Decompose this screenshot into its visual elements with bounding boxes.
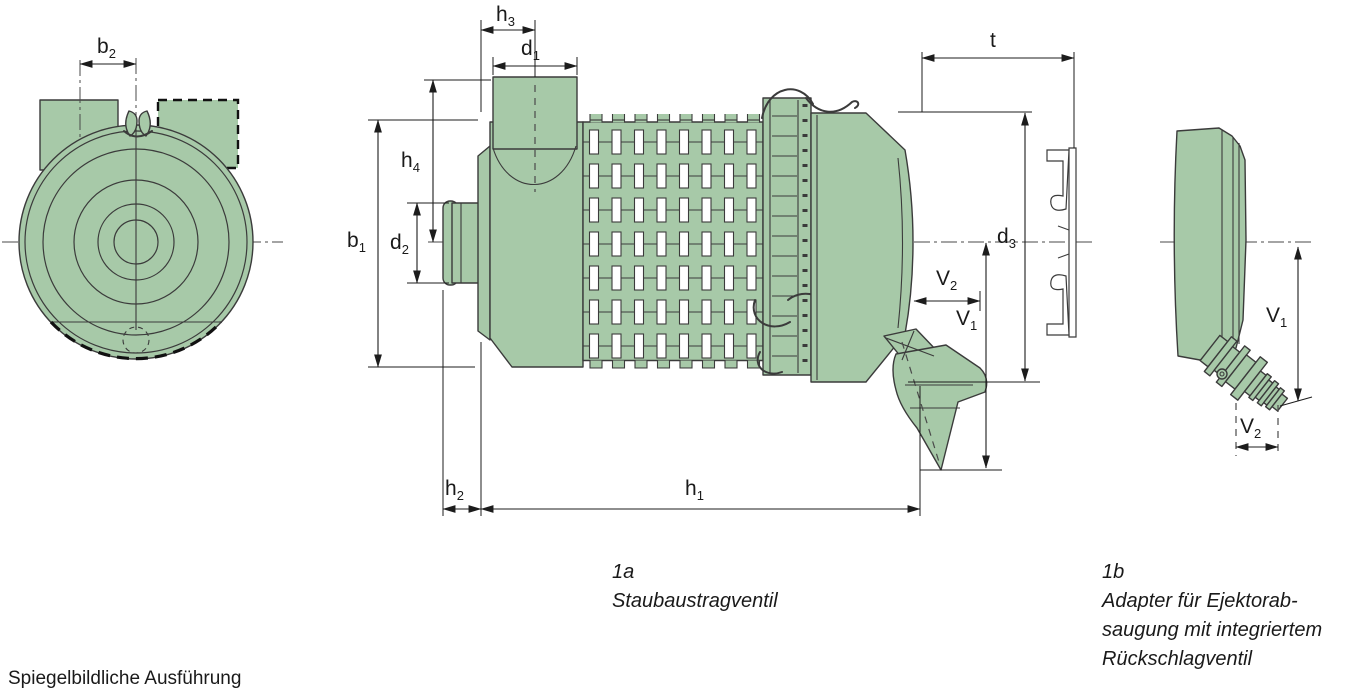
label-v1-side: V1 (956, 307, 978, 334)
label-h1: h1 (685, 477, 704, 504)
label-v1-adapter: V1 (1266, 304, 1288, 331)
dimension-t (921, 52, 1075, 148)
ejector-adapter-spout (1199, 334, 1289, 412)
caption-variant-1a: 1a Staubaustragventil (612, 558, 778, 616)
label-h4: h4 (401, 149, 420, 176)
mirror-outline-dashed-arc (49, 320, 223, 361)
label-t: t (990, 29, 996, 52)
end-housing (810, 112, 914, 383)
label-b2: b2 (97, 35, 116, 62)
dimension-v2-adapter (1235, 403, 1279, 456)
label-b1: b1 (347, 229, 366, 256)
pipe-saddle-curve (492, 145, 577, 185)
housing-left-face (477, 145, 491, 341)
drain-hole-dashed (122, 326, 150, 354)
adapter-view-1b (1160, 127, 1315, 456)
side-view-1a (368, 20, 1095, 516)
top-crenellation (586, 114, 761, 123)
dimension-d1 (492, 57, 578, 75)
louvered-shell (582, 114, 764, 369)
label-d2: d2 (390, 231, 409, 258)
mounting-bracket-profile (1046, 147, 1077, 338)
clamp-clip-front (123, 110, 153, 138)
label-v2-side: V2 (936, 267, 958, 294)
caption-1b-text-line2: saugung mit integriertem (1102, 619, 1323, 641)
label-v2-adapter: V2 (1240, 415, 1262, 442)
footnote-mirror-version: Spiegelbildliche Ausführung (8, 668, 242, 689)
front-view (2, 58, 283, 361)
dimension-v1-adapter (1279, 246, 1313, 407)
end-cap-body (1173, 127, 1247, 361)
caption-1b-id: 1b (1102, 561, 1125, 583)
caption-1b-text-line1: Adapter für Ejektorab- (1102, 590, 1298, 612)
valve-centerline (901, 341, 940, 463)
caption-variant-1b: 1b Adapter für Ejektorab- saugung mit in… (1102, 558, 1322, 674)
screw-detail (1216, 368, 1228, 380)
bottom-crenellation (586, 360, 761, 369)
top-latch-wire (805, 97, 860, 113)
bottom-bail-wire (752, 299, 791, 328)
clamp-band (752, 88, 860, 376)
dimension-h4 (424, 79, 491, 243)
dimension-d2 (407, 202, 449, 284)
label-d1: d1 (521, 37, 540, 64)
caption-1a-id: 1a (612, 561, 635, 583)
dust-valve (883, 328, 988, 471)
caption-1b-text-line3: Rückschlagventil (1102, 648, 1253, 670)
louver-slots (583, 122, 763, 361)
caption-1a-text: Staubaustragventil (612, 590, 778, 612)
label-h2: h2 (445, 477, 464, 504)
dimension-v2-side (913, 291, 981, 311)
dimension-v1-side (920, 242, 1002, 471)
label-d3: d3 (997, 225, 1016, 252)
top-bail-wire (761, 88, 814, 119)
label-h3: h3 (496, 3, 515, 30)
housing-dome (489, 121, 584, 368)
dimension-h2-h1 (442, 290, 921, 516)
dimension-d3 (898, 111, 1040, 383)
dimension-b1 (368, 119, 478, 368)
